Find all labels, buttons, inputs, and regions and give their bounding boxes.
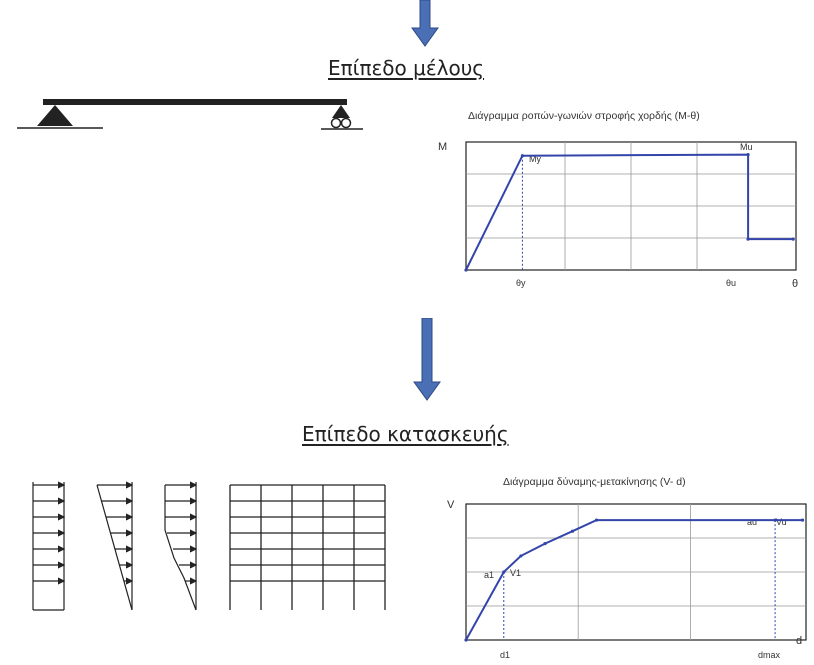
- chart-1-tick-theta-u: θu: [726, 278, 736, 288]
- chart-1-point-1: [520, 154, 525, 158]
- modal-load-pattern: [164, 481, 198, 611]
- chart-2-label-v1: V1: [510, 568, 521, 578]
- chart-2-label-vu: Vu: [776, 517, 787, 527]
- chart-2-point-5: [594, 518, 599, 522]
- building-frame: [229, 484, 386, 610]
- chart-2-title: Διάγραμμα δύναμης-μετακίνησης (V- d): [503, 476, 686, 488]
- chart-1-label-my: My: [529, 154, 541, 164]
- chart-2-point-2: [519, 554, 523, 558]
- chart-1-series-line: [465, 153, 794, 271]
- chart-2-point-1: [502, 570, 506, 574]
- chart-1-point-2: [746, 152, 750, 157]
- chart-2-tick-d1: d1: [500, 650, 510, 660]
- chart-1-point-4: [791, 237, 795, 241]
- heading-member-level: Επίπεδο μέλους: [328, 56, 485, 80]
- beam: [43, 99, 347, 105]
- chart-2-xlabel: d: [796, 635, 802, 647]
- triangular-load-pattern: [96, 481, 134, 611]
- chart-2-tick-dmax: dmax: [758, 650, 781, 660]
- chart-1-label-mu: Mu: [740, 142, 753, 152]
- chart-2-point-6: [773, 518, 777, 522]
- chart-1-point-3: [746, 237, 750, 241]
- chart-2-series-line: [465, 519, 803, 641]
- chart-1-title: Διάγραμμα ροπών-γωνιών στροφής χορδής (M…: [468, 110, 700, 122]
- simple-beam-diagram: [17, 99, 363, 130]
- chart-2-point-3: [543, 541, 547, 546]
- chart-2-point-0: [464, 638, 468, 642]
- chart-1-xlabel: θ: [792, 278, 798, 290]
- chart-2-point-4: [570, 529, 575, 533]
- roller-support-icon: [321, 105, 363, 130]
- chart-2-label-au: au: [747, 517, 757, 527]
- middle-down-arrow-icon: [413, 318, 441, 401]
- moment-rotation-chart: M θ My Mu θy θu: [438, 141, 798, 290]
- chart-2-ylabel: V: [447, 499, 455, 511]
- load-patterns-and-frame: [32, 481, 386, 611]
- chart-2-point-7: [800, 518, 805, 522]
- top-down-arrow-icon: [411, 0, 439, 47]
- chart-2-label-a1: a1: [484, 570, 494, 580]
- force-displacement-chart: V d a1 V1 au Vu d1 dmax: [447, 499, 807, 660]
- chart-1-point-0: [464, 268, 468, 272]
- pin-support-icon: [17, 105, 103, 129]
- heading-structure-level: Επίπεδο κατασκευής: [302, 422, 509, 446]
- chart-1-ylabel: M: [438, 141, 447, 153]
- chart-1-tick-theta-y: θy: [516, 278, 526, 288]
- uniform-load-pattern: [32, 481, 66, 611]
